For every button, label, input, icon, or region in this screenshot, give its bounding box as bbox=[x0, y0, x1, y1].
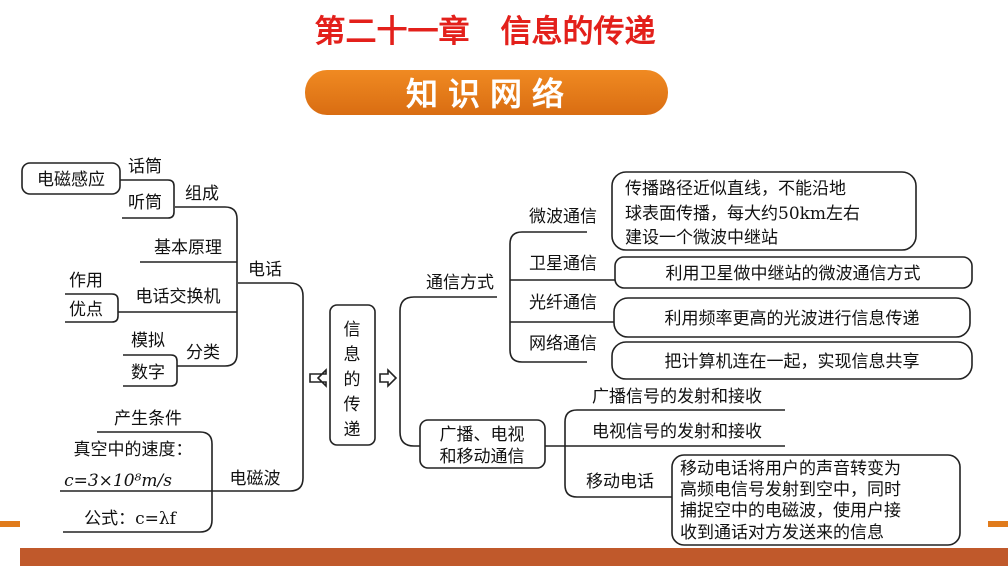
method-desc: 利用卫星做中继站的微波通信方式 bbox=[666, 264, 921, 284]
center-char: 息 bbox=[344, 345, 361, 365]
right-arrow-icon bbox=[379, 368, 398, 388]
classification-label: 分类 bbox=[186, 343, 220, 363]
left-accent bbox=[0, 521, 20, 527]
center-char: 递 bbox=[344, 420, 361, 440]
broadcast-label: 和移动通信 bbox=[440, 447, 525, 467]
method-desc-box bbox=[614, 256, 973, 289]
analog-label: 模拟 bbox=[131, 331, 165, 351]
method-desc: 建设一个微波中继站 bbox=[625, 228, 778, 248]
method-desc-box bbox=[611, 171, 917, 251]
center-char: 传 bbox=[344, 395, 361, 415]
composition-bracket bbox=[120, 179, 175, 219]
method-name: 光纤通信 bbox=[529, 293, 597, 313]
method-desc: 球表面传播，每大约50km左右 bbox=[625, 204, 860, 224]
center-char: 信 bbox=[344, 320, 361, 340]
banner bbox=[305, 70, 668, 115]
em-wave-label: 电磁波 bbox=[230, 469, 281, 489]
method-name: 微波通信 bbox=[529, 207, 597, 227]
method-desc: 传播路径近似直线，不能沿地 bbox=[625, 179, 846, 199]
banner-text: 知识网络 bbox=[406, 75, 574, 113]
bottom-bar bbox=[20, 548, 1008, 566]
exchange-advantage: 优点 bbox=[69, 300, 103, 320]
right-accent bbox=[988, 521, 1008, 527]
condition-label: 产生条件 bbox=[114, 409, 182, 429]
broadcast-box bbox=[419, 419, 546, 469]
exchange-label: 电话交换机 bbox=[136, 287, 221, 307]
right-trunk-line bbox=[399, 296, 497, 447]
mobile-label: 移动电话 bbox=[586, 472, 654, 492]
method-desc: 把计算机连在一起，实现信息共享 bbox=[665, 352, 920, 372]
phone-label: 电话 bbox=[248, 260, 282, 280]
broadcast-bracket bbox=[545, 409, 785, 498]
method-desc-box bbox=[613, 297, 971, 338]
center-char: 的 bbox=[344, 370, 361, 390]
methods-bracket bbox=[509, 231, 587, 363]
principle-text: 电磁感应 bbox=[37, 170, 105, 190]
exchange-function: 作用 bbox=[69, 271, 103, 291]
mobile-desc: 移动电话将用户的声音转变为 bbox=[680, 459, 901, 479]
broadcast-item: 电视信号的发射和接收 bbox=[592, 422, 762, 442]
mic-label: 话筒 bbox=[128, 157, 162, 177]
method-desc: 利用频率更高的光波进行信息传递 bbox=[665, 309, 920, 329]
principle-box bbox=[21, 162, 121, 195]
basic-principle-label: 基本原理 bbox=[154, 238, 222, 258]
digital-label: 数字 bbox=[131, 363, 165, 383]
mobile-desc: 高频电信号发射到空中，同时 bbox=[680, 480, 901, 500]
center-box bbox=[329, 304, 376, 446]
speed-label: 真空中的速度： bbox=[74, 440, 193, 460]
phone-branch-line bbox=[175, 206, 238, 367]
methods-label: 通信方式 bbox=[426, 273, 494, 293]
earpiece-label: 听筒 bbox=[128, 193, 162, 213]
broadcast-item: 广播信号的发射和接收 bbox=[592, 387, 762, 407]
page-title: 第二十一章 信息的传递 bbox=[315, 14, 656, 50]
exchange-bracket bbox=[65, 293, 119, 323]
speed-value: c=3×10⁸m/s bbox=[64, 471, 172, 491]
mobile-desc: 捕捉空中的电磁波，使用户接 bbox=[680, 500, 901, 521]
method-desc-box bbox=[611, 341, 973, 380]
composition-label: 组成 bbox=[185, 184, 219, 204]
left-trunk-line bbox=[60, 282, 304, 492]
method-name: 网络通信 bbox=[529, 334, 597, 354]
methods-lines bbox=[510, 279, 615, 323]
mobile-desc: 收到通话对方发送来的信息 bbox=[680, 523, 884, 543]
em-wave-bracket bbox=[63, 431, 213, 533]
formula: 公式：c=λf bbox=[84, 509, 178, 529]
mobile-desc-box bbox=[671, 454, 961, 546]
classification-bracket bbox=[123, 354, 178, 387]
broadcast-label: 广播、电视 bbox=[440, 425, 525, 445]
left-arrow-icon bbox=[309, 368, 327, 388]
method-name: 卫星通信 bbox=[529, 254, 597, 274]
